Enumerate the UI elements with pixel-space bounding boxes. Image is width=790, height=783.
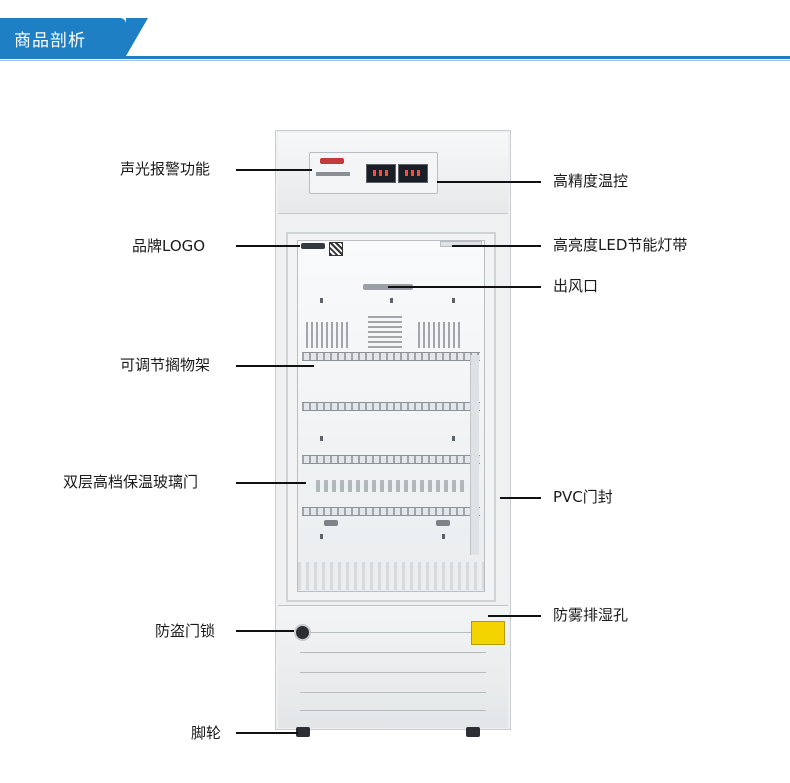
shelf-pin — [320, 298, 323, 303]
callout-precise-temp-control: 高精度温控 — [553, 172, 629, 190]
shelf-pin — [442, 534, 445, 539]
callout-brand-logo: 品牌LOGO — [132, 237, 206, 255]
section-title: 商品剖析 — [14, 31, 86, 51]
header-divider — [0, 56, 790, 59]
vent-slat — [300, 692, 486, 693]
vent-slat — [300, 632, 486, 633]
adjustable-shelf — [302, 402, 480, 411]
compressor-compartment — [278, 605, 508, 728]
callout-air-outlet: 出风口 — [553, 277, 599, 295]
controller-caption — [316, 172, 350, 176]
callout-anti-theft-lock: 防盗门锁 — [155, 622, 216, 640]
callout-line — [437, 181, 541, 183]
controller-brand-mark — [320, 158, 344, 164]
shelf-pin — [320, 534, 323, 539]
door-seal-strip — [470, 355, 479, 555]
shelf-support — [436, 520, 450, 526]
caster-wheel — [296, 727, 310, 737]
shelf-slot-row — [316, 480, 466, 492]
callout-line — [236, 732, 298, 734]
shelf-pin — [320, 436, 323, 441]
brand-logo-mark — [301, 243, 325, 249]
digital-display-left — [366, 164, 396, 183]
callout-line — [236, 169, 312, 171]
rear-vent-center — [368, 314, 402, 348]
callout-line — [236, 365, 314, 367]
callout-line — [388, 286, 541, 288]
cabinet-floor — [298, 562, 484, 590]
vent-slat — [300, 652, 486, 653]
rear-vent-left — [306, 322, 350, 348]
lock-icon — [294, 624, 311, 641]
callout-line — [500, 497, 541, 499]
shelf-support — [324, 520, 338, 526]
callout-led-light-strip: 高亮度LED节能灯带 — [553, 236, 688, 254]
callout-line — [452, 245, 541, 247]
shelf-pin — [452, 436, 455, 441]
adjustable-shelf — [302, 455, 480, 464]
vent-slat — [300, 672, 486, 673]
header-tab — [0, 18, 148, 56]
callout-anti-fog-drain-hole: 防雾排湿孔 — [553, 606, 629, 624]
callout-line — [236, 630, 294, 632]
callout-line — [236, 482, 306, 484]
rear-vent-right — [418, 322, 462, 348]
glass-door-pane — [297, 240, 485, 592]
shelf-pin — [390, 298, 393, 303]
adjustable-shelf — [302, 507, 480, 516]
adjustable-shelf — [302, 352, 480, 361]
warning-label — [471, 621, 505, 645]
shelf-pin — [452, 298, 455, 303]
digital-display-right — [398, 164, 428, 183]
callout-pvc-door-seal: PVC门封 — [553, 488, 613, 506]
callout-line — [236, 245, 300, 247]
header-divider-thin — [0, 60, 790, 61]
section-header: 商品剖析 — [0, 0, 790, 61]
callout-double-glass-door: 双层高档保温玻璃门 — [63, 473, 199, 491]
vent-slat — [300, 710, 486, 711]
callout-sound-light-alarm: 声光报警功能 — [120, 160, 211, 178]
qr-code-icon — [329, 242, 343, 256]
callout-line — [488, 615, 541, 617]
callout-caster: 脚轮 — [191, 724, 222, 742]
callout-adjustable-shelf: 可调节搁物架 — [120, 356, 211, 374]
caster-wheel — [466, 727, 480, 737]
